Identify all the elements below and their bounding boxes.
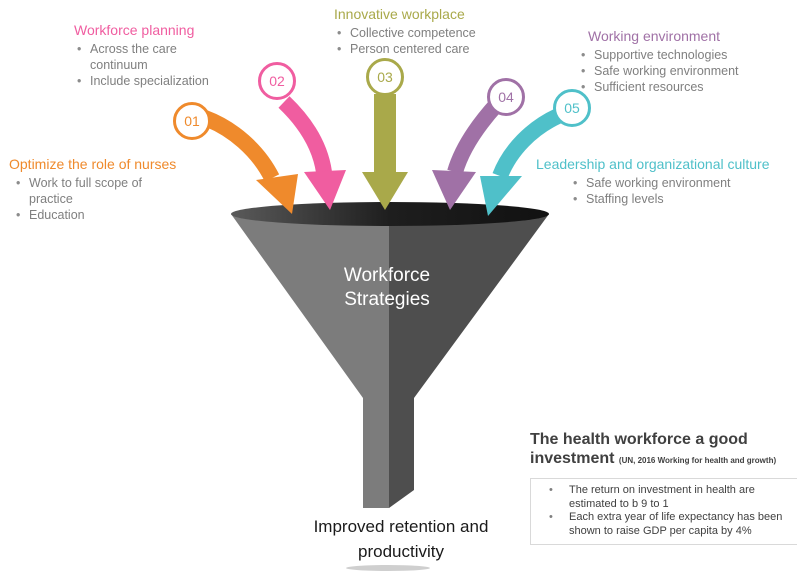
- strategy-05-bullets: Safe working environment Staffing levels: [570, 175, 770, 207]
- badge-03-number: 03: [377, 69, 393, 85]
- strategy-05-bullet: Staffing levels: [570, 191, 770, 207]
- strategy-05: Leadership and organizational culture Sa…: [536, 156, 770, 207]
- investment-title-line: The health workforce a good: [530, 431, 748, 448]
- strategy-03-bullets: Collective competence Person centered ca…: [334, 25, 476, 57]
- strategy-01-bullet: Education: [13, 207, 176, 223]
- arrow-04: [447, 98, 503, 175]
- strategy-04-bullet: Supportive technologies: [578, 47, 739, 63]
- badge-01: 01: [173, 102, 211, 140]
- investment-source-note: (UN, 2016 Working for health and growth): [618, 456, 777, 465]
- result-line: productivity: [358, 542, 444, 561]
- arrow-03: [374, 94, 396, 172]
- strategy-01: Optimize the role of nurses Work to full…: [9, 156, 176, 223]
- investment-box: The return on investment in health are e…: [530, 478, 797, 545]
- strategy-03-title: Innovative workplace: [334, 6, 465, 22]
- strategy-04-bullet: Safe working environment: [578, 63, 739, 79]
- strategy-02-bullet: Include specialization: [74, 73, 209, 89]
- investment-bullets: The return on investment in health are e…: [541, 484, 793, 538]
- funnel-right-half: [389, 214, 549, 508]
- badge-04: 04: [487, 78, 525, 116]
- strategy-03-bullet: Collective competence: [334, 25, 476, 41]
- strategy-05-title: Leadership and organizational culture: [536, 156, 770, 172]
- arrow-05: [492, 108, 562, 180]
- badge-05: 05: [553, 89, 591, 127]
- arrow-02: [278, 96, 332, 174]
- strategy-04-bullets: Supportive technologies Safe working env…: [578, 47, 739, 95]
- investment-title-line: investment: [530, 450, 615, 467]
- investment-title: The health workforce a good investment (…: [530, 430, 800, 470]
- badge-04-number: 04: [498, 89, 514, 105]
- result-line: Improved retention and: [313, 517, 489, 536]
- badge-05-number: 05: [564, 100, 580, 116]
- arrow-01-head: [256, 174, 298, 214]
- arrow-03-head: [362, 172, 408, 210]
- strategy-01-title: Optimize the role of nurses: [9, 156, 177, 172]
- funnel-title-line: Workforce: [343, 265, 431, 286]
- strategy-04-title: Working environment: [588, 28, 721, 44]
- strategy-03-bullet: Person centered care: [334, 41, 476, 57]
- investment-bullet: Each extra year of life expectancy has b…: [541, 511, 793, 538]
- strategy-04: Working environment Supportive technolog…: [581, 28, 739, 95]
- arrow-04-head: [432, 170, 476, 210]
- funnel-title-line: Strategies: [344, 289, 430, 310]
- strategy-02: Workforce planning Across the carecontin…: [74, 22, 209, 89]
- investment-panel: The health workforce a good investment (…: [530, 430, 800, 545]
- funnel-result: Improved retention and productivity: [286, 514, 516, 564]
- arrow-02-head: [304, 170, 346, 210]
- arrow-01: [202, 110, 280, 182]
- badge-02-number: 02: [269, 73, 285, 89]
- funnel-opening: [231, 202, 549, 226]
- badge-01-number: 01: [184, 113, 200, 129]
- badge-02: 02: [258, 62, 296, 100]
- strategy-02-title: Workforce planning: [74, 22, 195, 38]
- funnel-shadow: [346, 565, 430, 571]
- strategy-05-bullet: Safe working environment: [570, 175, 770, 191]
- funnel-left-half: [231, 214, 389, 508]
- strategy-04-bullet: Sufficient resources: [578, 79, 739, 95]
- funnel-title: Workforce Strategies: [318, 264, 456, 312]
- arrow-05-head: [480, 176, 522, 216]
- badge-03: 03: [366, 58, 404, 96]
- investment-bullet: The return on investment in health are e…: [541, 484, 793, 511]
- strategy-03: Innovative workplace Collective competen…: [334, 6, 476, 57]
